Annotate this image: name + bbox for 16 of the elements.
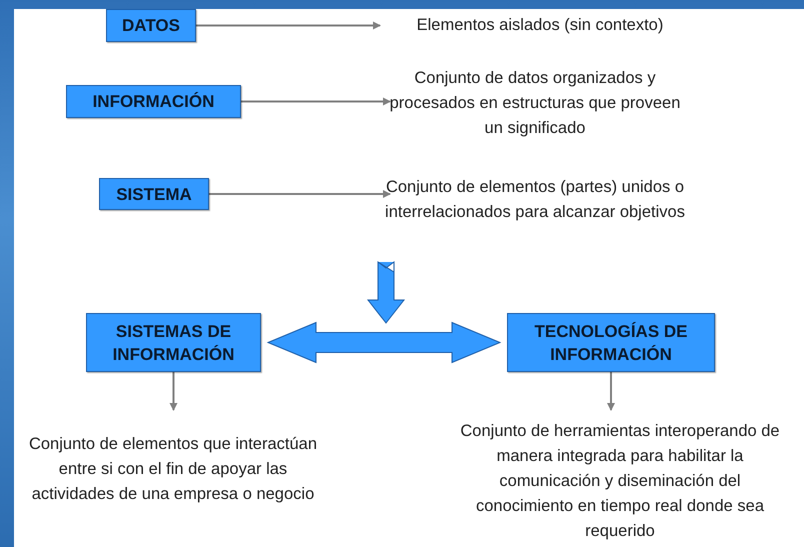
arrow (196, 22, 381, 30)
concept-box: TECNOLOGÍAS DE INFORMACIÓN (507, 313, 715, 372)
concept-box: SISTEMA (99, 178, 209, 210)
arrow (607, 372, 615, 411)
arrow (170, 372, 178, 411)
double-block-arrow (266, 322, 502, 364)
definition-text: Conjunto de datos organizados y procesados en estructuras que proveen un significado (388, 68, 682, 138)
arrow (241, 98, 391, 106)
concept-box: DATOS (106, 9, 196, 42)
definition-text: Conjunto de herramientas interoperando de manera integrada para habilitar la comunicación y diseminación del conocimiento en tiempo real donde sea requerido (459, 420, 781, 542)
definition-text: Conjunto de elementos que interactúan entre si con el fin de apoyar las actividades de una empresa o negocio (28, 434, 318, 504)
definition-text: Elementos aislados (sin contexto) (416, 14, 664, 36)
arrow (209, 190, 391, 198)
definition-text: Conjunto de elementos (partes) unidos o interrelacionados para alcanzar objetivos (384, 177, 686, 223)
concept-box: SISTEMAS DE INFORMACIÓN (86, 313, 261, 372)
concept-box: INFORMACIÓN (66, 85, 241, 118)
